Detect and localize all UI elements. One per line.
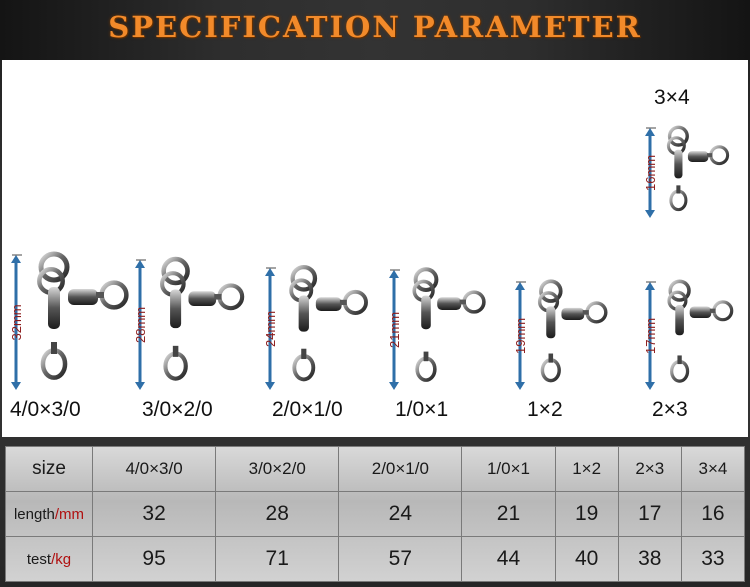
table-cell: 3/0×2/0 bbox=[215, 446, 340, 492]
table-cell: 1×2 bbox=[554, 446, 619, 492]
table-cell: 19 bbox=[554, 491, 619, 537]
length-dimension-label: 24mm bbox=[263, 311, 278, 347]
table-cell: 21 bbox=[461, 491, 556, 537]
swivel-illustration: 21mm bbox=[387, 267, 486, 390]
spec-table: size 4/0×3/0 3/0×2/0 2/0×1/0 1/0×1 1×2 2… bbox=[5, 446, 746, 582]
table-row: size 4/0×3/0 3/0×2/0 2/0×1/0 1/0×1 1×2 2… bbox=[5, 446, 746, 492]
length-dimension-label: 17mm bbox=[643, 318, 658, 354]
swivel-size-label: 3×4 bbox=[654, 86, 690, 109]
table-cell: 38 bbox=[617, 536, 682, 582]
product-photo-panel: 32mm 28mm 24mm 21mm 19mm 17mm 16mm 4/0×3/0 3/0… bbox=[2, 60, 748, 437]
length-dimension-label: 19mm bbox=[513, 318, 528, 354]
table-cell: 28 bbox=[215, 491, 340, 537]
test-unit: /kg bbox=[51, 550, 72, 568]
swivel-size-label: 2×3 bbox=[652, 398, 688, 421]
table-cell: 57 bbox=[338, 536, 463, 582]
table-row: length/mm 32 28 24 21 19 17 16 bbox=[5, 491, 746, 537]
table-cell: 2×3 bbox=[617, 446, 682, 492]
swivel-size-label: 3/0×2/0 bbox=[142, 398, 213, 421]
table-cell: 2/0×1/0 bbox=[338, 446, 463, 492]
table-cell: 17 bbox=[617, 491, 682, 537]
table-row: test/kg 95 71 57 44 40 38 33 bbox=[5, 536, 746, 582]
table-cell: 95 bbox=[91, 536, 217, 582]
length-dimension-label: 16mm bbox=[643, 155, 658, 191]
swivel-size-label: 4/0×3/0 bbox=[10, 398, 81, 421]
table-cell: 32 bbox=[91, 491, 217, 537]
length-dimension-label: 28mm bbox=[133, 307, 148, 343]
swivel-size-label: 1×2 bbox=[527, 398, 563, 421]
swivel-illustration: 16mm bbox=[643, 125, 730, 218]
swivel-illustration: 17mm bbox=[643, 279, 734, 390]
swivel-illustration: 24mm bbox=[263, 264, 368, 390]
page-title: SPECIFICATION PARAMETER bbox=[108, 10, 642, 44]
length-unit: /mm bbox=[54, 505, 85, 523]
swivel-size-label: 2/0×1/0 bbox=[272, 398, 343, 421]
table-cell: 4/0×3/0 bbox=[91, 446, 217, 492]
swivel-size-label: 1/0×1 bbox=[395, 398, 449, 421]
size-header: size bbox=[5, 446, 93, 492]
swivel-illustration: 19mm bbox=[513, 279, 608, 390]
table-cell: 44 bbox=[461, 536, 556, 582]
swivel-illustration: 28mm bbox=[133, 256, 245, 390]
length-header: length/mm bbox=[5, 491, 93, 537]
length-label: length bbox=[13, 505, 55, 523]
length-dimension-label: 21mm bbox=[387, 312, 402, 348]
table-cell: 3×4 bbox=[680, 446, 746, 492]
swivel-illustration: 32mm bbox=[9, 251, 129, 390]
header-banner: SPECIFICATION PARAMETER bbox=[0, 0, 750, 60]
length-dimension-label: 32mm bbox=[9, 304, 24, 340]
test-label: test bbox=[26, 550, 52, 568]
table-cell: 71 bbox=[215, 536, 340, 582]
table-cell: 1/0×1 bbox=[461, 446, 556, 492]
table-cell: 16 bbox=[680, 491, 746, 537]
table-cell: 40 bbox=[554, 536, 619, 582]
table-cell: 33 bbox=[680, 536, 746, 582]
table-cell: 24 bbox=[338, 491, 463, 537]
test-header: test/kg bbox=[5, 536, 93, 582]
